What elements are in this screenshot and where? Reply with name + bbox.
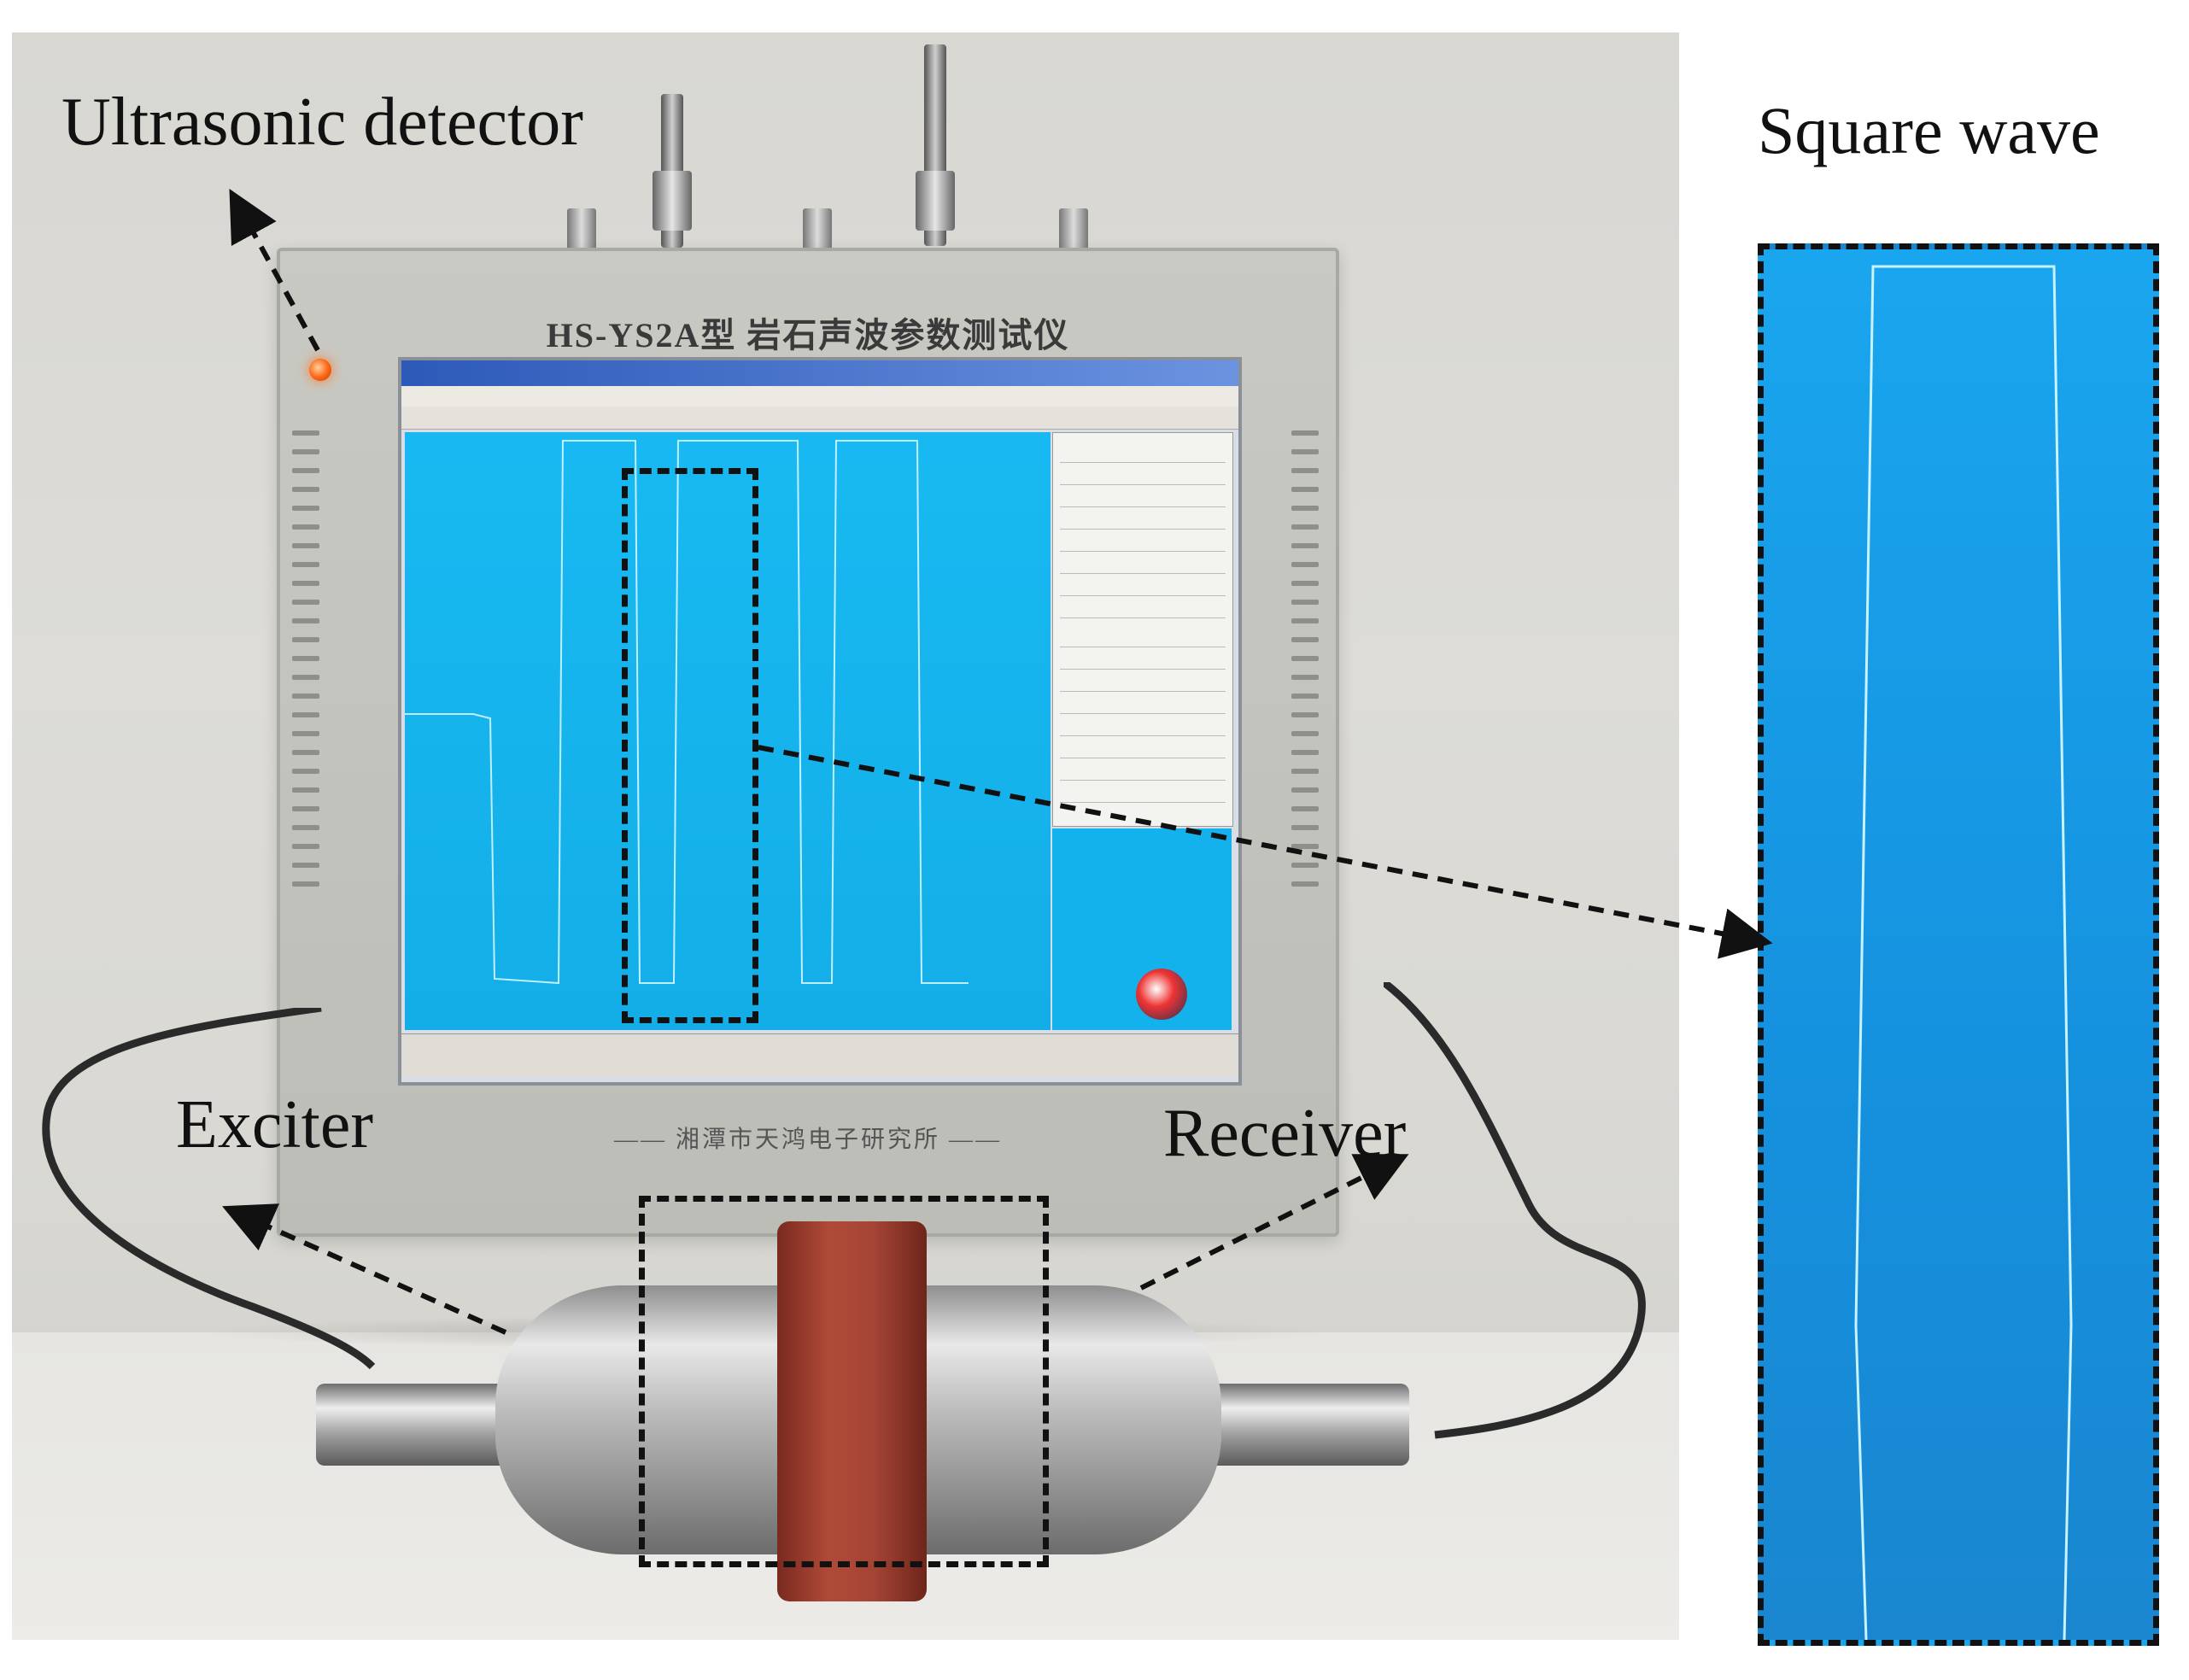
square-wave-label: Square wave (1758, 93, 2100, 167)
app-logo-icon (1136, 969, 1187, 1020)
waveform-trace (405, 440, 969, 985)
rock-sample (777, 1221, 927, 1601)
vent-right (1291, 430, 1319, 900)
receiver-connector (1204, 1384, 1409, 1466)
instrument-maker-label: —— 湘潭市天鸿电子研究所 —— (613, 1127, 1002, 1153)
arrow-to-detector-label (229, 188, 320, 352)
top-connector-2 (803, 208, 832, 249)
exciter-label: Exciter (176, 1087, 373, 1162)
arrow-to-receiver-label (1139, 1154, 1409, 1291)
parameter-panel (1052, 432, 1233, 827)
oscilloscope-display (405, 432, 1051, 1030)
receiver-cable (1384, 982, 1646, 1439)
window-toolbar (401, 407, 1238, 430)
instrument-screen (398, 357, 1242, 1086)
top-connector-1 (567, 208, 596, 249)
top-connector-3 (1059, 208, 1088, 249)
window-menubar (401, 386, 1238, 407)
exciter-connector (316, 1384, 512, 1466)
vent-left (292, 430, 319, 900)
ultrasonic-detector-label: Ultrasonic detector (61, 85, 583, 160)
window-titlebar (401, 360, 1238, 386)
arrow-to-zoom-panel (758, 745, 1773, 959)
zoomed-waveform-trace (1854, 265, 2073, 1640)
power-led-icon (309, 359, 331, 381)
probe-head-2 (916, 171, 955, 231)
probe-head-1 (653, 171, 692, 231)
exciter-cable (42, 1008, 376, 1370)
sample-highlight-box (639, 1196, 1049, 1567)
square-wave-zoom-panel (1758, 243, 2159, 1646)
instrument-model-title: HS-YS2A型 岩石声波参数测试仪 (546, 316, 1070, 354)
arrow-to-exciter-label (222, 1203, 507, 1335)
waveform-highlight-box (622, 468, 758, 1023)
window-taskbar (401, 1033, 1238, 1077)
receiver-label: Receiver (1163, 1096, 1407, 1171)
